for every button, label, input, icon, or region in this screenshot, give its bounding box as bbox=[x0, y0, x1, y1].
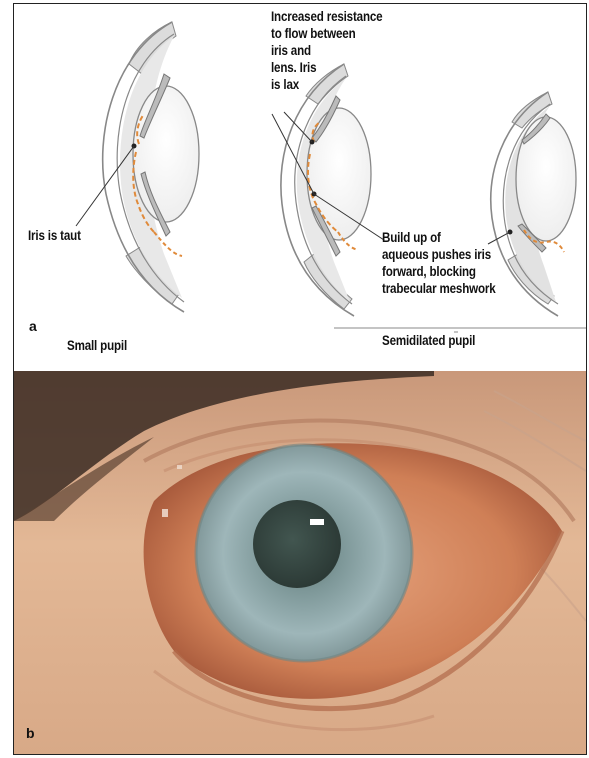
label-small-pupil: Small pupil bbox=[67, 337, 127, 354]
label-iris-taut: Iris is taut bbox=[28, 227, 81, 244]
eye-diagram-small-pupil bbox=[76, 22, 199, 312]
panel-a-diagrams: Increased resistance to flow between iri… bbox=[14, 4, 586, 372]
panel-b-eye-photo: b bbox=[14, 371, 586, 754]
eye-diagram-lax-iris bbox=[272, 64, 384, 316]
eye-photo-illustration bbox=[14, 371, 586, 754]
label-build-up: Build up of aqueous pushes iris forward,… bbox=[382, 229, 496, 297]
panel-letter-a: a bbox=[29, 318, 37, 334]
label-increased-resistance: Increased resistance to flow between iri… bbox=[271, 8, 382, 93]
label-semidilated-pupil: Semidilated pupil bbox=[382, 332, 475, 349]
panel-letter-b: b bbox=[26, 725, 35, 741]
figure-frame: Increased resistance to flow between iri… bbox=[13, 3, 587, 755]
eye-diagram-semidilated bbox=[488, 92, 576, 316]
